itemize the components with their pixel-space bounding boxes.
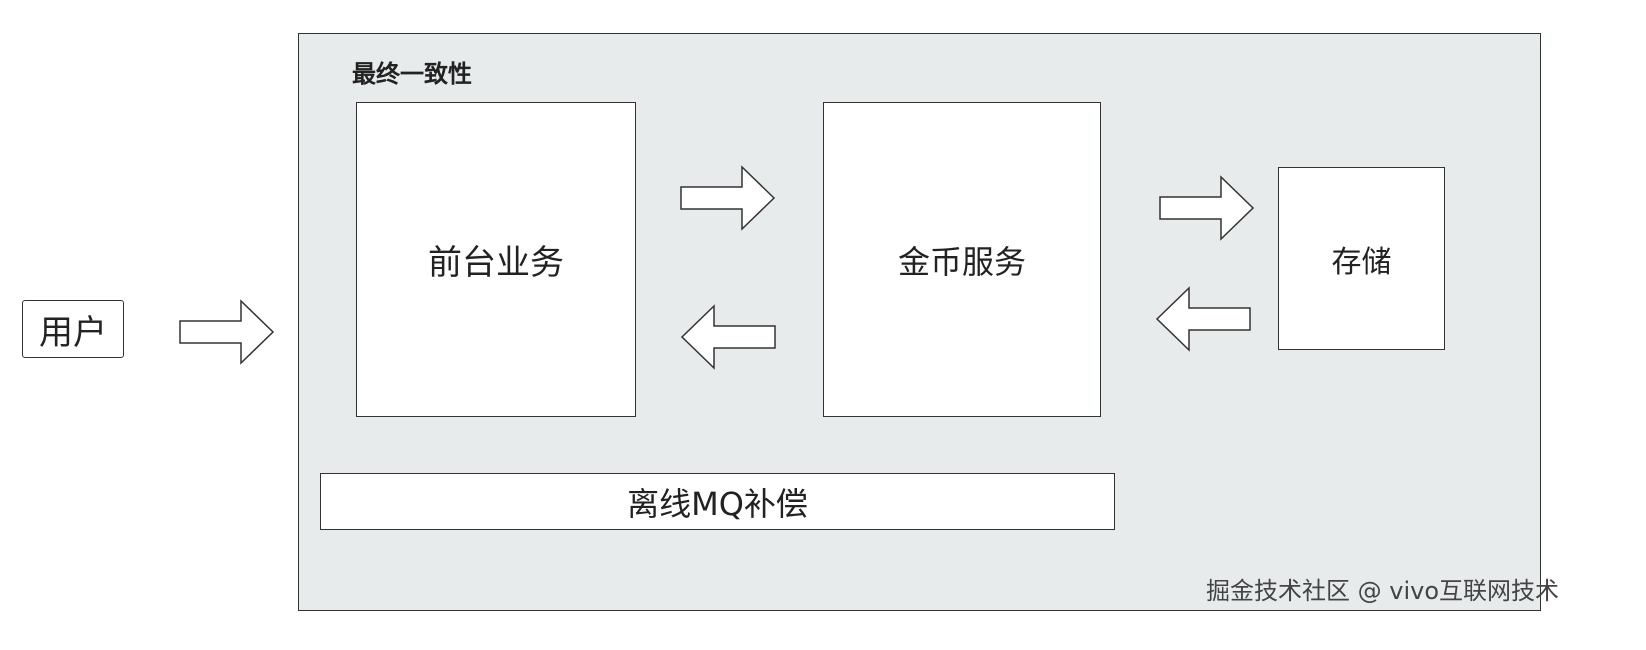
offline-mq-compensation-node: 离线MQ补偿	[320, 473, 1115, 530]
watermark: 掘金技术社区 @ vivo互联网技术	[1206, 577, 1560, 605]
coin-service-node: 金币服务	[823, 102, 1101, 417]
arrow-coin-to-storage-icon	[1159, 175, 1255, 241]
arrow-front-to-coin-icon	[680, 165, 776, 231]
storage-label: 存储	[1331, 244, 1392, 280]
arrow-coin-to-front-icon	[680, 304, 776, 370]
coin-service-label: 金币服务	[897, 242, 1026, 281]
user-label: 用户	[39, 312, 107, 353]
storage-node: 存储	[1278, 167, 1445, 350]
offline-mq-label: 离线MQ补偿	[627, 484, 808, 523]
group-title: 最终一致性	[352, 60, 472, 88]
user-node: 用户	[22, 300, 124, 358]
arrow-user-to-system-icon	[179, 299, 275, 365]
front-business-node: 前台业务	[356, 102, 636, 417]
arrow-storage-to-coin-icon	[1155, 286, 1251, 352]
front-business-label: 前台业务	[428, 243, 564, 283]
